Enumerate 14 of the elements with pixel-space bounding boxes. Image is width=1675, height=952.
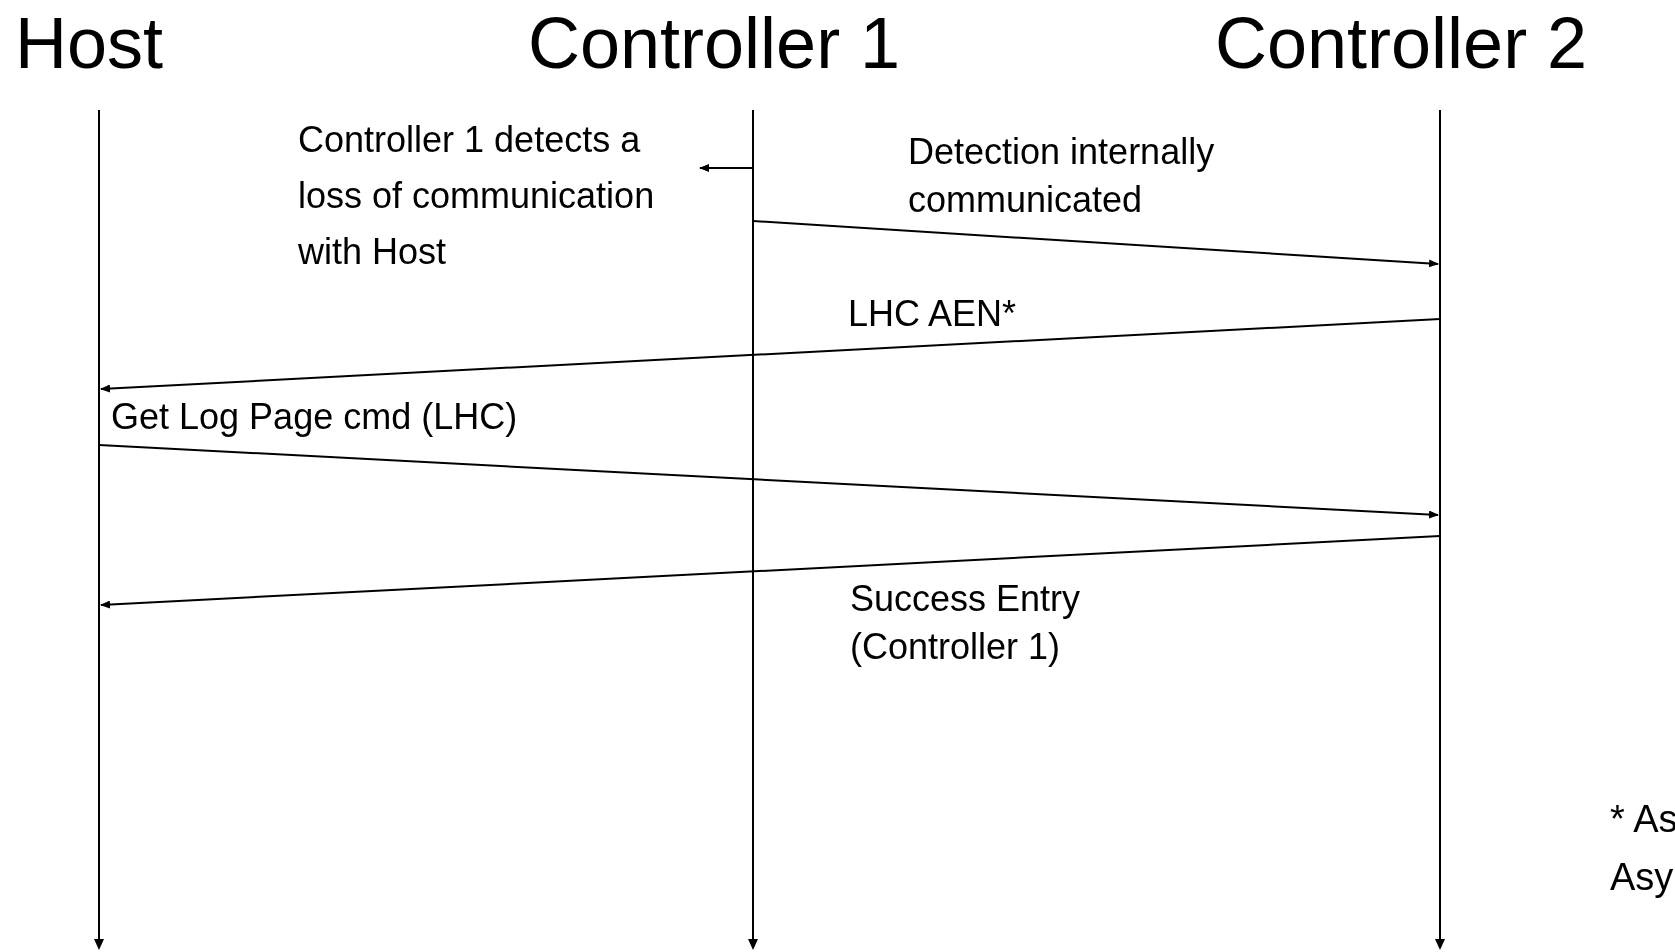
message-arrow — [699, 164, 754, 172]
message-arrow — [100, 535, 1441, 609]
message-arrow — [752, 220, 1439, 268]
participant-heading: Host — [15, 2, 164, 85]
participant-heading: Controller 2 — [1215, 2, 1588, 85]
participant-heading: Controller 1 — [528, 2, 901, 85]
edge-label: Success Entry (Controller 1) — [850, 577, 1082, 669]
message-arrow — [98, 444, 1439, 519]
edge-label: Get Log Page cmd (LHC) — [111, 395, 518, 439]
edge-label: LHC AEN* — [848, 292, 1017, 336]
message-arrow — [100, 318, 1441, 393]
edge-label: Detection internally communicated — [908, 130, 1216, 222]
note-text: Controller 1 detects a loss of communication with Host — [298, 112, 698, 280]
footnote-text: Asy — [1610, 855, 1674, 900]
